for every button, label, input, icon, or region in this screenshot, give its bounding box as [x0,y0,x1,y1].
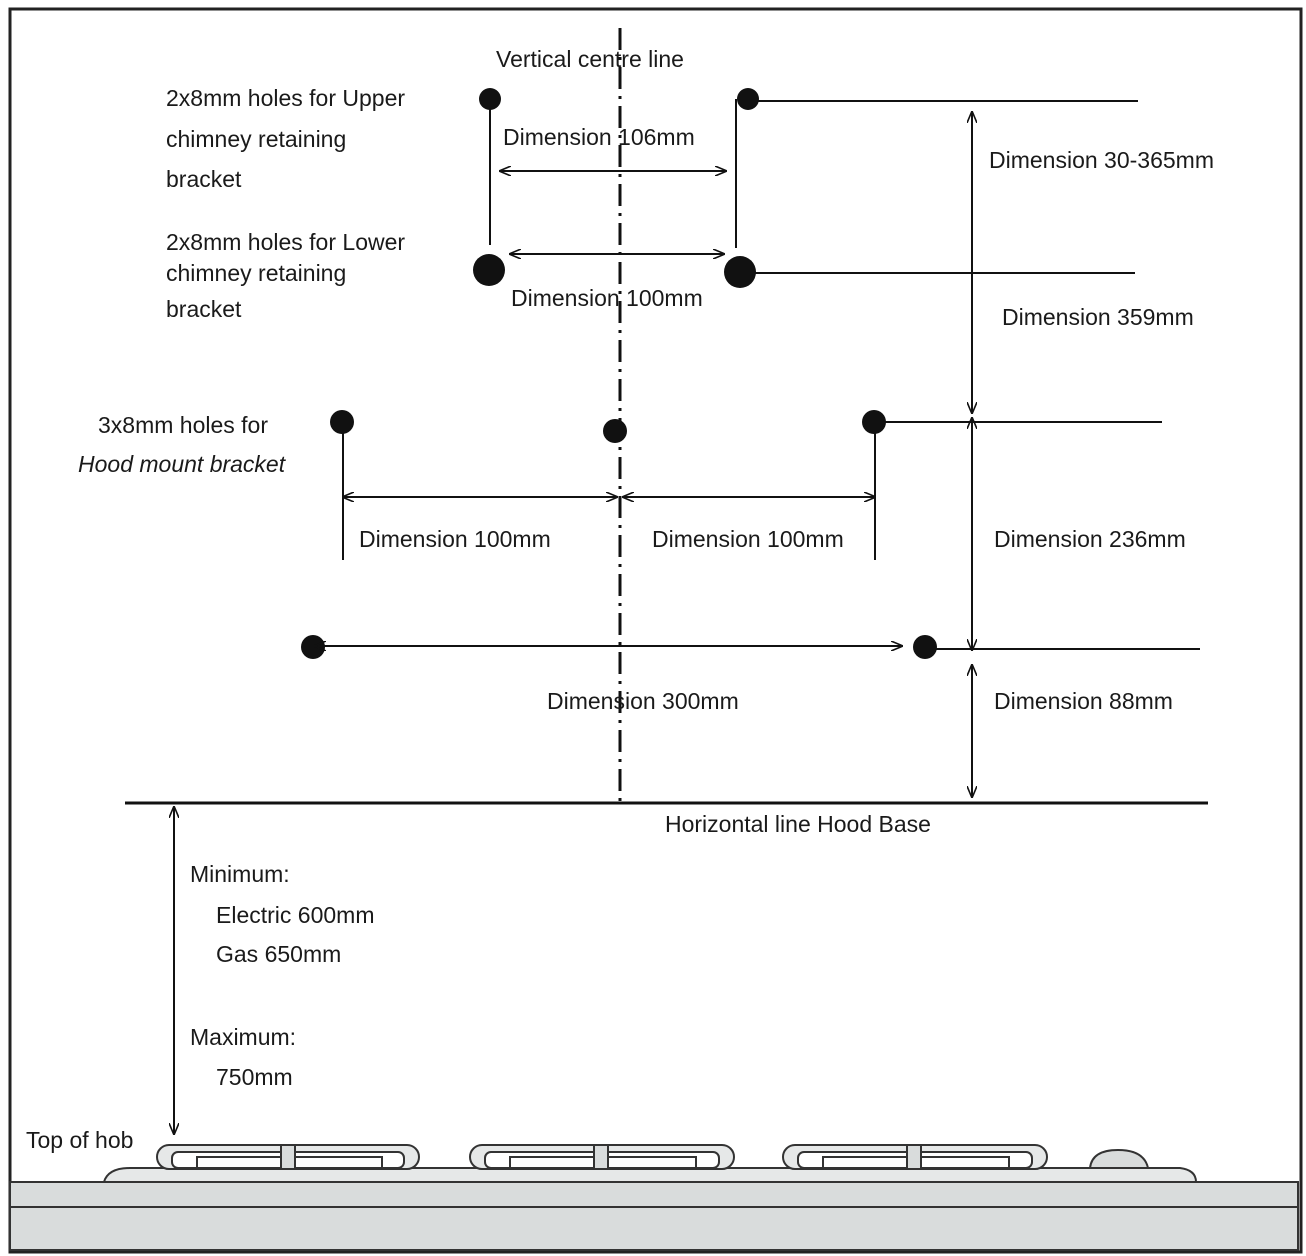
burner-1 [156,1144,420,1170]
dimension-300-label: Dimension 300mm [547,688,739,714]
hob-label: Top of hob [26,1127,133,1153]
upper-holes-label-line1: 2x8mm holes for Upper [166,85,405,111]
upper-holes-label-line3: bracket [166,166,242,192]
hood-base-label: Horizontal line Hood Base [665,811,931,837]
dimension-88-label: Dimension 88mm [994,688,1173,714]
hood-holes-label-line1: 3x8mm holes for [98,412,268,438]
diagram-border [8,7,1303,1254]
burner-2 [469,1144,735,1170]
wide-hole-right [913,635,937,659]
hood-hole-centre [603,419,627,443]
dimension-100-right-label: Dimension 100mm [652,526,844,552]
dimension-106-label: Dimension 106mm [503,124,695,150]
gas-label: Gas 650mm [216,941,341,967]
dimension-236-label: Dimension 236mm [994,526,1186,552]
lower-holes-label-line3: bracket [166,296,242,322]
minimum-label: Minimum: [190,861,290,887]
lower-hole-left [473,254,505,286]
control-knob [1088,1148,1150,1169]
upper-holes-label-line2: chimney retaining [166,126,346,152]
hob-illustration [9,1144,1299,1251]
upper-hole-right [737,88,759,110]
dimension-100-chimney-label: Dimension 100mm [511,285,703,311]
burner-3 [782,1144,1048,1170]
max-value-label: 750mm [216,1064,293,1090]
maximum-label: Maximum: [190,1024,296,1050]
dimension-359-label: Dimension 359mm [1002,304,1194,330]
hob-base [9,1181,1299,1208]
centre-line-label: Vertical centre line [496,46,684,72]
lower-holes-label-line1: 2x8mm holes for Lower [166,229,405,255]
hob-top-surface [102,1167,1198,1183]
lower-holes-label-line2: chimney retaining [166,260,346,286]
hood-holes-label-line2: Hood mount bracket [78,451,287,477]
dimension-100-left-label: Dimension 100mm [359,526,551,552]
electric-label: Electric 600mm [216,902,374,928]
hob-cabinet [9,1206,1299,1251]
dimension-30-365-label: Dimension 30-365mm [989,147,1214,173]
